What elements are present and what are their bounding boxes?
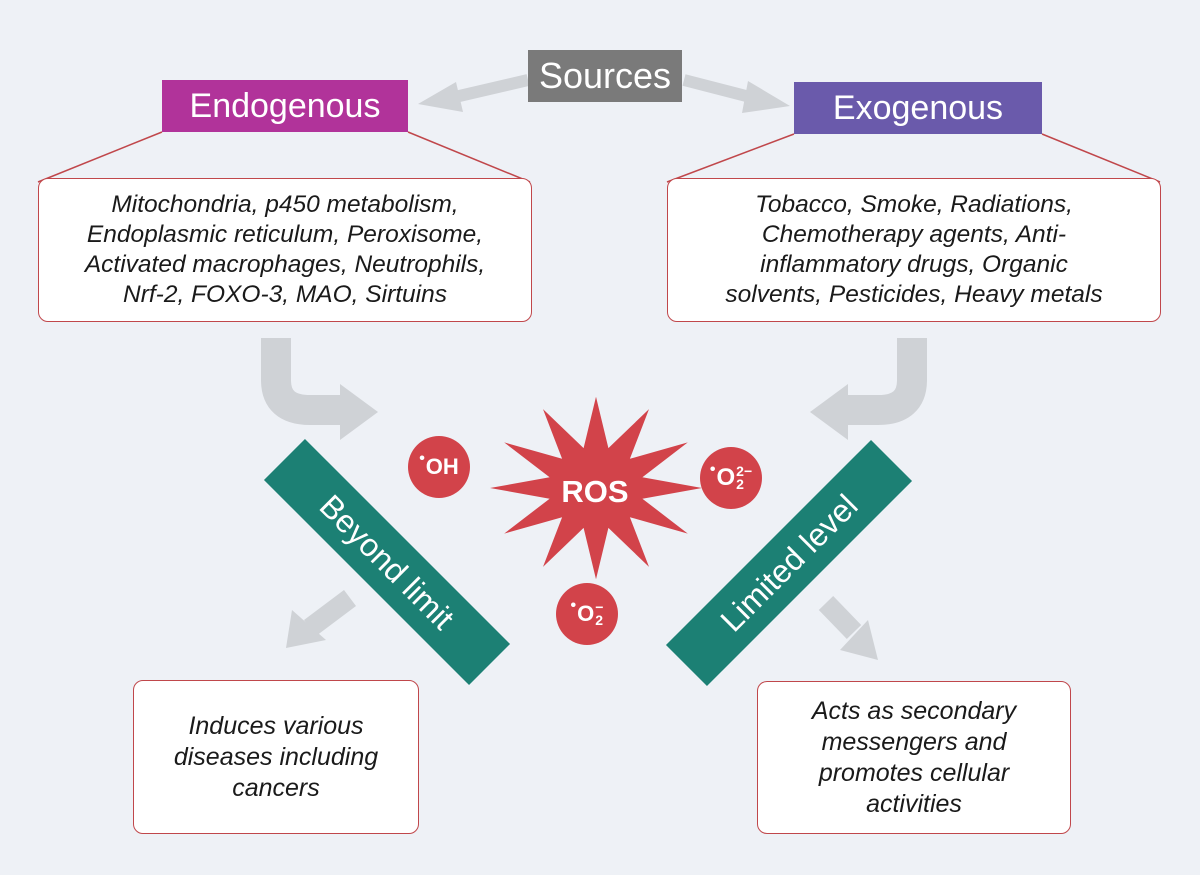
endogenous-line: Mitochondria, p450 metabolism, [111,191,459,218]
arrow-exogenous-to-ros [846,338,927,425]
callout-exo-right [1041,133,1161,183]
exogenous-sources-box: Tobacco, Smoke, Radiations, Chemotherapy… [667,178,1161,322]
arrow-sources-to-endogenous [453,74,530,103]
arrow-sources-to-exogenous [682,74,752,103]
sources-label: Sources [528,50,682,102]
arrowhead-disease [286,610,326,648]
arrowhead-messengers [840,620,878,660]
callout-endo-right [407,131,531,183]
arrowhead-endogenous [418,82,463,112]
messenger-line: activities [866,789,962,818]
endogenous-line: Activated macrophages, Neutrophils, [84,251,486,278]
arrowhead-exo-ros [810,384,848,440]
messenger-line: promotes cellular [818,758,1010,787]
exogenous-line: Tobacco, Smoke, Radiations, [755,191,1073,218]
callout-endo-left [37,131,163,183]
hydroxyl-radical: • OH [408,436,470,498]
ros-starburst [490,396,702,580]
endogenous-sources-box: Mitochondria, p450 metabolism, Endoplasm… [38,178,532,322]
messenger-line: messengers and [821,727,1007,756]
arrow-to-messengers [818,596,862,639]
disease-line: cancers [232,773,320,802]
ros-label: ROS [561,474,629,509]
exogenous-label: Exogenous [794,82,1042,134]
arrow-to-disease [304,590,356,636]
radical-charge: 2− [736,463,753,479]
radical-base: OH [425,454,459,479]
radical-dot: • [570,597,577,614]
exogenous-line: Chemotherapy agents, Anti- [761,221,1067,248]
exogenous-line: solvents, Pesticides, Heavy metals [725,281,1103,308]
messenger-outcome-box: Acts as secondary messengers and promote… [757,681,1071,834]
callout-exo-left [666,133,795,183]
messenger-line: Acts as secondary [811,696,1017,725]
endogenous-label: Endogenous [162,80,408,132]
endogenous-line: Nrf-2, FOXO-3, MAO, Sirtuins [123,281,447,308]
radical-dot: • [419,450,425,467]
superoxide-radical: • O − 2 [556,583,618,645]
radical-charge: − [595,599,604,615]
disease-line: Induces various [188,711,364,740]
disease-outcome-box: Induces various diseases including cance… [133,680,419,834]
radical-subscript: 2 [595,612,604,628]
peroxide-radical: • O 2− 2 [700,447,762,509]
disease-line: diseases including [173,742,379,771]
radical-dot: • [709,461,716,478]
arrowhead-endo-ros [340,384,378,440]
endogenous-line: Endoplasmic reticulum, Peroxisome, [86,221,484,248]
arrow-endogenous-to-ros [261,338,342,425]
exogenous-line: inflammatory drugs, Organic [760,251,1068,278]
radical-base: O [716,464,736,491]
arrowhead-exogenous [742,81,790,113]
radical-subscript: 2 [736,476,744,492]
radical-base: O [577,601,595,626]
